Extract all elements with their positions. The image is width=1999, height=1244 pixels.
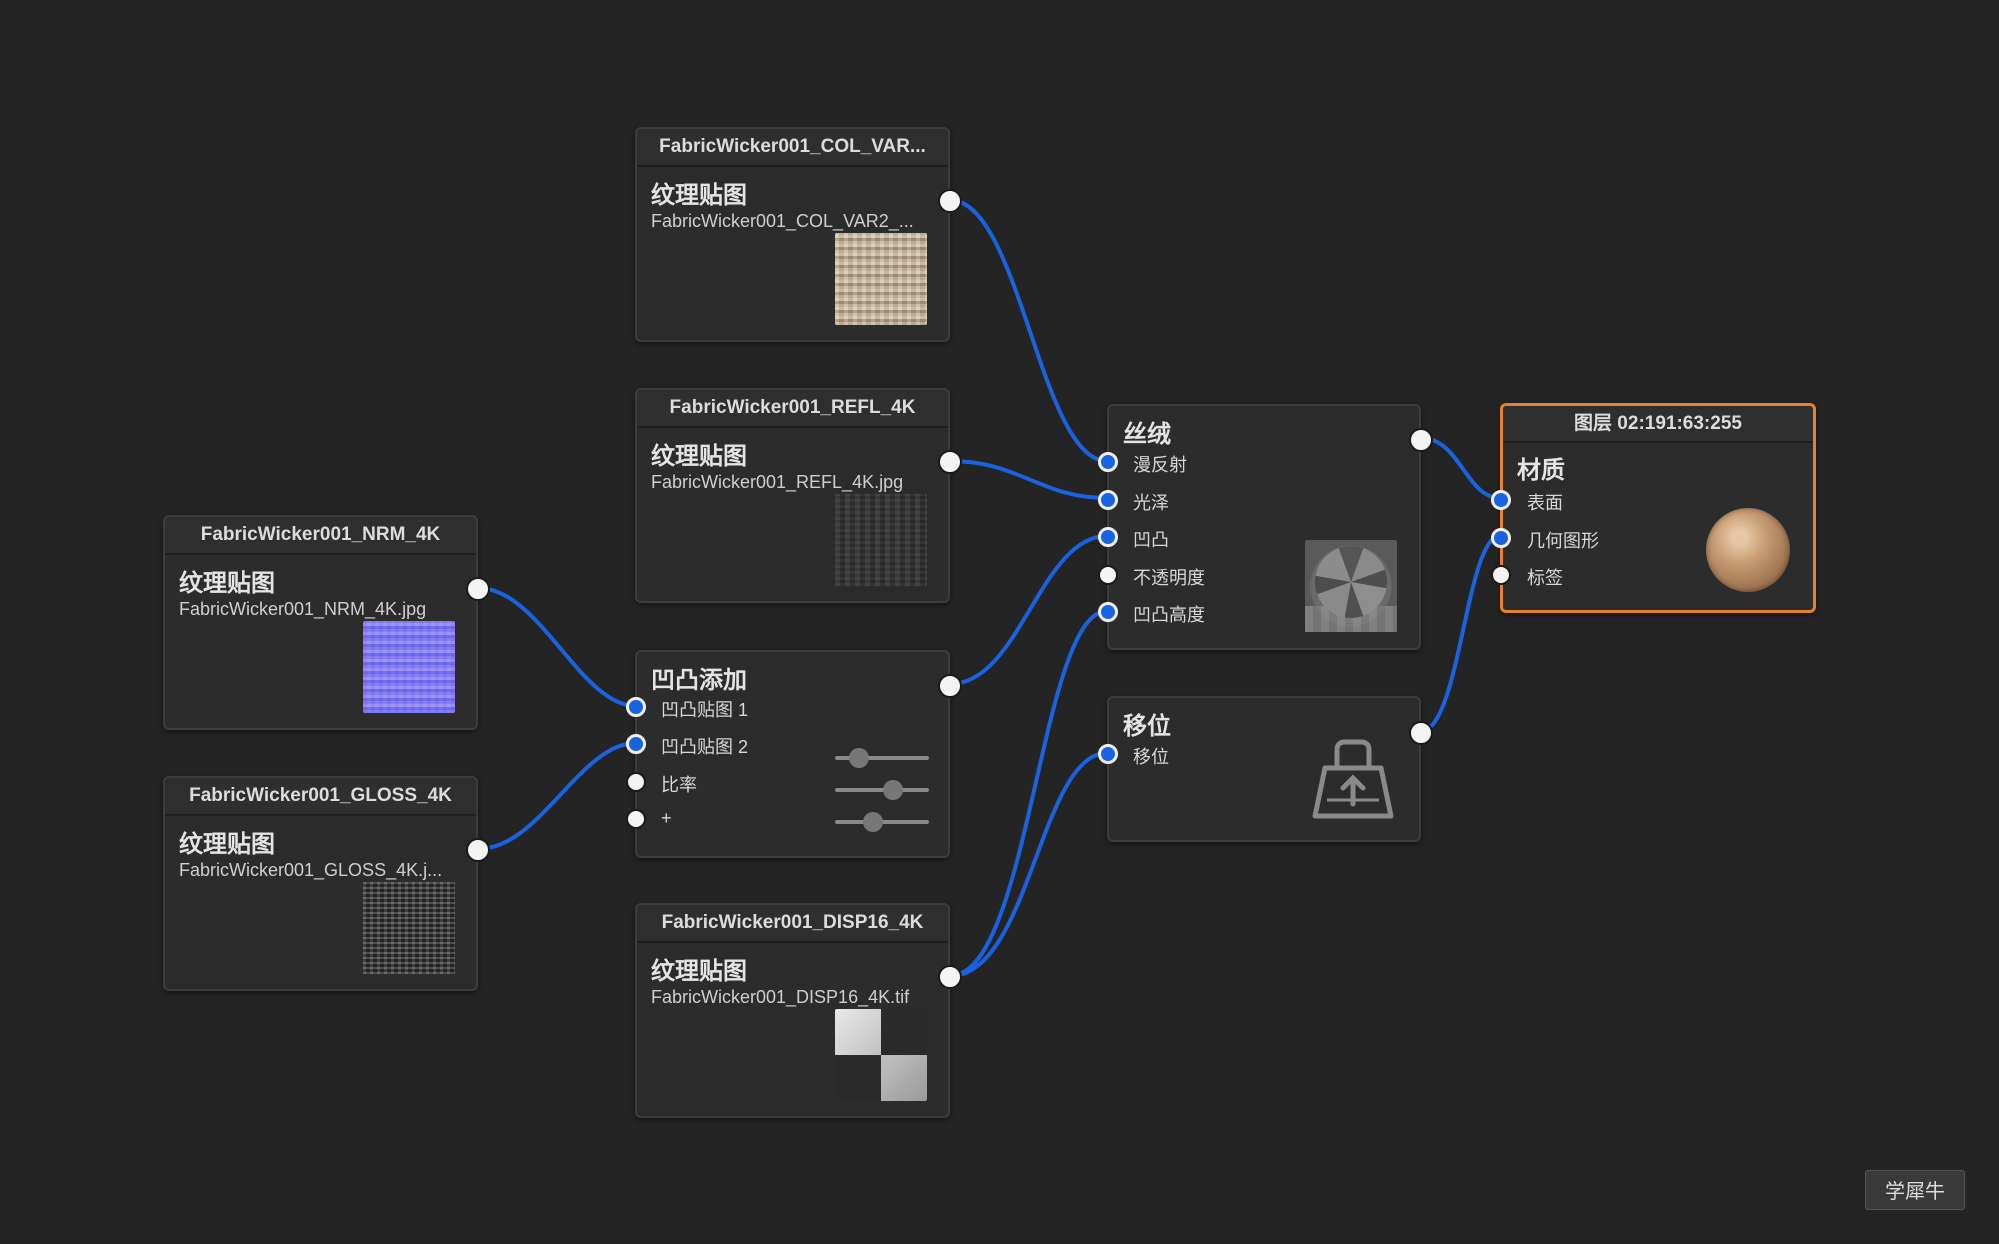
node-file-name: FabricWicker001_COL_VAR2_... bbox=[651, 211, 914, 231]
input-label: 凹凸贴图 2 bbox=[661, 737, 749, 757]
output-port[interactable] bbox=[938, 189, 962, 213]
texture-node-nrm[interactable]: FabricWicker001_NRM_4K 纹理贴图 FabricWicker… bbox=[163, 515, 490, 730]
node-file-name: FabricWicker001_DISP16_4K.tif bbox=[651, 987, 910, 1007]
node-header: 图层 02:191:63:255 bbox=[1503, 406, 1813, 443]
displacement-icon bbox=[1312, 739, 1394, 819]
input-label: 几何图形 bbox=[1527, 531, 1599, 551]
texture-thumbnail bbox=[835, 494, 927, 586]
node-header: FabricWicker001_GLOSS_4K bbox=[165, 778, 476, 816]
texture-thumbnail bbox=[835, 1009, 927, 1101]
input-label: 凹凸 bbox=[1133, 530, 1169, 550]
texture-node-gloss[interactable]: FabricWicker001_GLOSS_4K 纹理贴图 FabricWick… bbox=[163, 776, 490, 991]
input-label: 移位 bbox=[1133, 747, 1169, 767]
sliders-icon bbox=[835, 746, 929, 832]
input-label: 光泽 bbox=[1133, 493, 1169, 513]
input-port-geometry[interactable] bbox=[1491, 528, 1511, 548]
node-header: FabricWicker001_NRM_4K bbox=[165, 517, 476, 555]
wire-bumpadd-to-bump bbox=[948, 534, 1109, 686]
material-sphere-preview bbox=[1706, 508, 1790, 592]
input-label: 不透明度 bbox=[1133, 568, 1205, 588]
material-preview-thumbnail bbox=[1305, 540, 1397, 632]
input-port-bump-2[interactable] bbox=[626, 734, 646, 754]
node-type-label: 纹理贴图 bbox=[179, 831, 275, 858]
texture-thumbnail bbox=[363, 621, 455, 713]
wire-disp-to-bumpheight bbox=[948, 609, 1109, 978]
texture-thumbnail bbox=[835, 233, 927, 325]
velvet-node[interactable]: 丝绒 漫反射 光泽 凹凸 不透明度 凹凸高度 bbox=[1098, 404, 1433, 650]
texture-node-disp[interactable]: FabricWicker001_DISP16_4K 纹理贴图 FabricWic… bbox=[635, 903, 962, 1118]
node-type-label: 凹凸添加 bbox=[651, 667, 747, 694]
wire-refl-to-gloss bbox=[948, 459, 1109, 500]
input-label: 标签 bbox=[1527, 568, 1563, 588]
node-type-label: 移位 bbox=[1123, 713, 1171, 740]
node-file-name: FabricWicker001_GLOSS_4K.j... bbox=[179, 860, 443, 880]
node-type-label: 纹理贴图 bbox=[179, 570, 275, 597]
input-port-add[interactable] bbox=[626, 809, 646, 829]
output-port[interactable] bbox=[938, 965, 962, 989]
texture-thumbnail bbox=[363, 882, 455, 974]
input-port-gloss[interactable] bbox=[1098, 490, 1118, 510]
input-port-label[interactable] bbox=[1491, 565, 1511, 585]
node-file-name: FabricWicker001_REFL_4K.jpg bbox=[651, 472, 904, 492]
watermark-logo: 学犀牛 bbox=[1865, 1170, 1965, 1210]
node-type-label: 丝绒 bbox=[1123, 421, 1171, 448]
input-port-displace[interactable] bbox=[1098, 744, 1118, 764]
input-label: 比率 bbox=[661, 775, 697, 795]
input-label: 表面 bbox=[1527, 493, 1563, 513]
texture-node-col[interactable]: FabricWicker001_COL_VAR... 纹理贴图 FabricWi… bbox=[635, 127, 962, 342]
input-port-opacity[interactable] bbox=[1098, 565, 1118, 585]
wire-gloss-to-bump2 bbox=[476, 741, 638, 851]
input-label: + bbox=[661, 808, 672, 828]
output-port[interactable] bbox=[1409, 428, 1433, 452]
input-label: 漫反射 bbox=[1133, 455, 1187, 475]
node-type-label: 纹理贴图 bbox=[651, 958, 747, 985]
material-node[interactable]: 图层 02:191:63:255 材质 表面 几何图形 标签 bbox=[1491, 403, 1816, 613]
node-type-label: 纹理贴图 bbox=[651, 182, 747, 209]
output-port[interactable] bbox=[466, 838, 490, 862]
input-port-bump-height[interactable] bbox=[1098, 602, 1118, 622]
texture-node-refl[interactable]: FabricWicker001_REFL_4K 纹理贴图 FabricWicke… bbox=[635, 388, 962, 603]
wire-displace-to-geometry bbox=[1419, 534, 1502, 733]
input-port-bump[interactable] bbox=[1098, 527, 1118, 547]
wire-velvet-to-surface bbox=[1419, 436, 1502, 500]
output-port[interactable] bbox=[466, 577, 490, 601]
output-port[interactable] bbox=[1409, 721, 1433, 745]
node-header: FabricWicker001_COL_VAR... bbox=[637, 129, 948, 167]
input-port-surface[interactable] bbox=[1491, 490, 1511, 510]
wire-col-to-diffuse bbox=[948, 198, 1109, 463]
displace-node[interactable]: 移位 移位 bbox=[1098, 696, 1433, 842]
output-port[interactable] bbox=[938, 674, 962, 698]
input-port-ratio[interactable] bbox=[626, 772, 646, 792]
output-port[interactable] bbox=[938, 450, 962, 474]
wire-nrm-to-bump1 bbox=[476, 586, 638, 708]
input-label: 凹凸贴图 1 bbox=[661, 700, 749, 720]
input-port-bump-1[interactable] bbox=[626, 697, 646, 717]
input-label: 凹凸高度 bbox=[1133, 605, 1205, 625]
wire-disp-to-displace bbox=[948, 751, 1109, 978]
node-type-label: 材质 bbox=[1517, 457, 1565, 484]
node-file-name: FabricWicker001_NRM_4K.jpg bbox=[179, 599, 427, 619]
node-header: FabricWicker001_DISP16_4K bbox=[637, 905, 948, 943]
bump-add-node[interactable]: 凹凸添加 凹凸贴图 1 凹凸贴图 2 比率 + bbox=[626, 650, 962, 858]
input-port-diffuse[interactable] bbox=[1098, 452, 1118, 472]
node-header: FabricWicker001_REFL_4K bbox=[637, 390, 948, 428]
node-type-label: 纹理贴图 bbox=[651, 443, 747, 470]
